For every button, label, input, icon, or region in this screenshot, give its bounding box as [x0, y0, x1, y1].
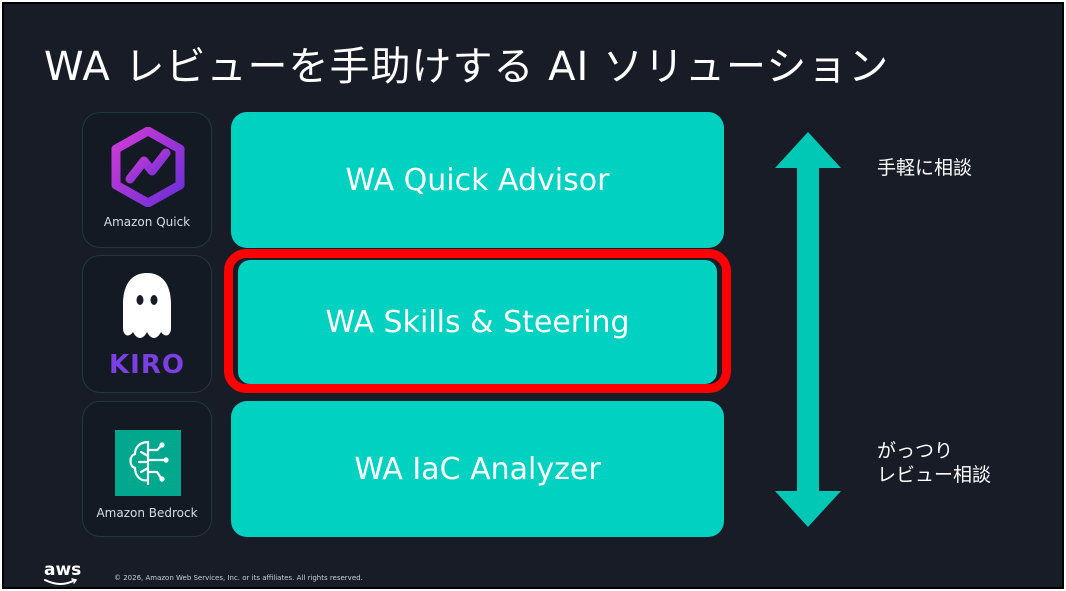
- aws-smile-icon: [44, 578, 78, 585]
- logo-label: Amazon Bedrock: [96, 506, 198, 520]
- slide-title: WA レビューを手助けする AI ソリューション: [44, 44, 890, 90]
- amazon-quick-icon: [111, 127, 185, 207]
- layer-label: WA Quick Advisor: [345, 162, 610, 198]
- copyright-text: © 2026, Amazon Web Services, Inc. or its…: [114, 574, 363, 582]
- kiro-ghost-icon: [123, 273, 171, 338]
- layer-wa-skills-steering: WA Skills & Steering: [238, 260, 717, 384]
- amazon-bedrock-icon: [115, 430, 181, 496]
- scale-top-label: 手軽に相談: [877, 157, 973, 179]
- double-arrow-icon: [775, 132, 841, 527]
- aws-logo: aws: [44, 560, 82, 585]
- layer-label: WA IaC Analyzer: [354, 451, 601, 487]
- logo-box-kiro: KIRO: [82, 255, 212, 393]
- logo-label: Amazon Quick: [103, 215, 191, 229]
- logo-box-amazon-quick: Amazon Quick: [82, 112, 212, 248]
- kiro-wordmark: KIRO: [109, 350, 185, 380]
- layer-label: WA Skills & Steering: [325, 304, 630, 340]
- layer-wa-quick-advisor: WA Quick Advisor: [231, 112, 724, 248]
- aws-wordmark: aws: [44, 560, 82, 580]
- scale-bottom-label-line2: レビュー相談: [877, 464, 992, 486]
- highlight-frame: [224, 249, 731, 393]
- logo-box-amazon-bedrock: Amazon Bedrock: [82, 401, 212, 537]
- scale-bottom-label-line1: がっつり: [877, 440, 954, 462]
- layer-wa-iac-analyzer: WA IaC Analyzer: [231, 401, 724, 537]
